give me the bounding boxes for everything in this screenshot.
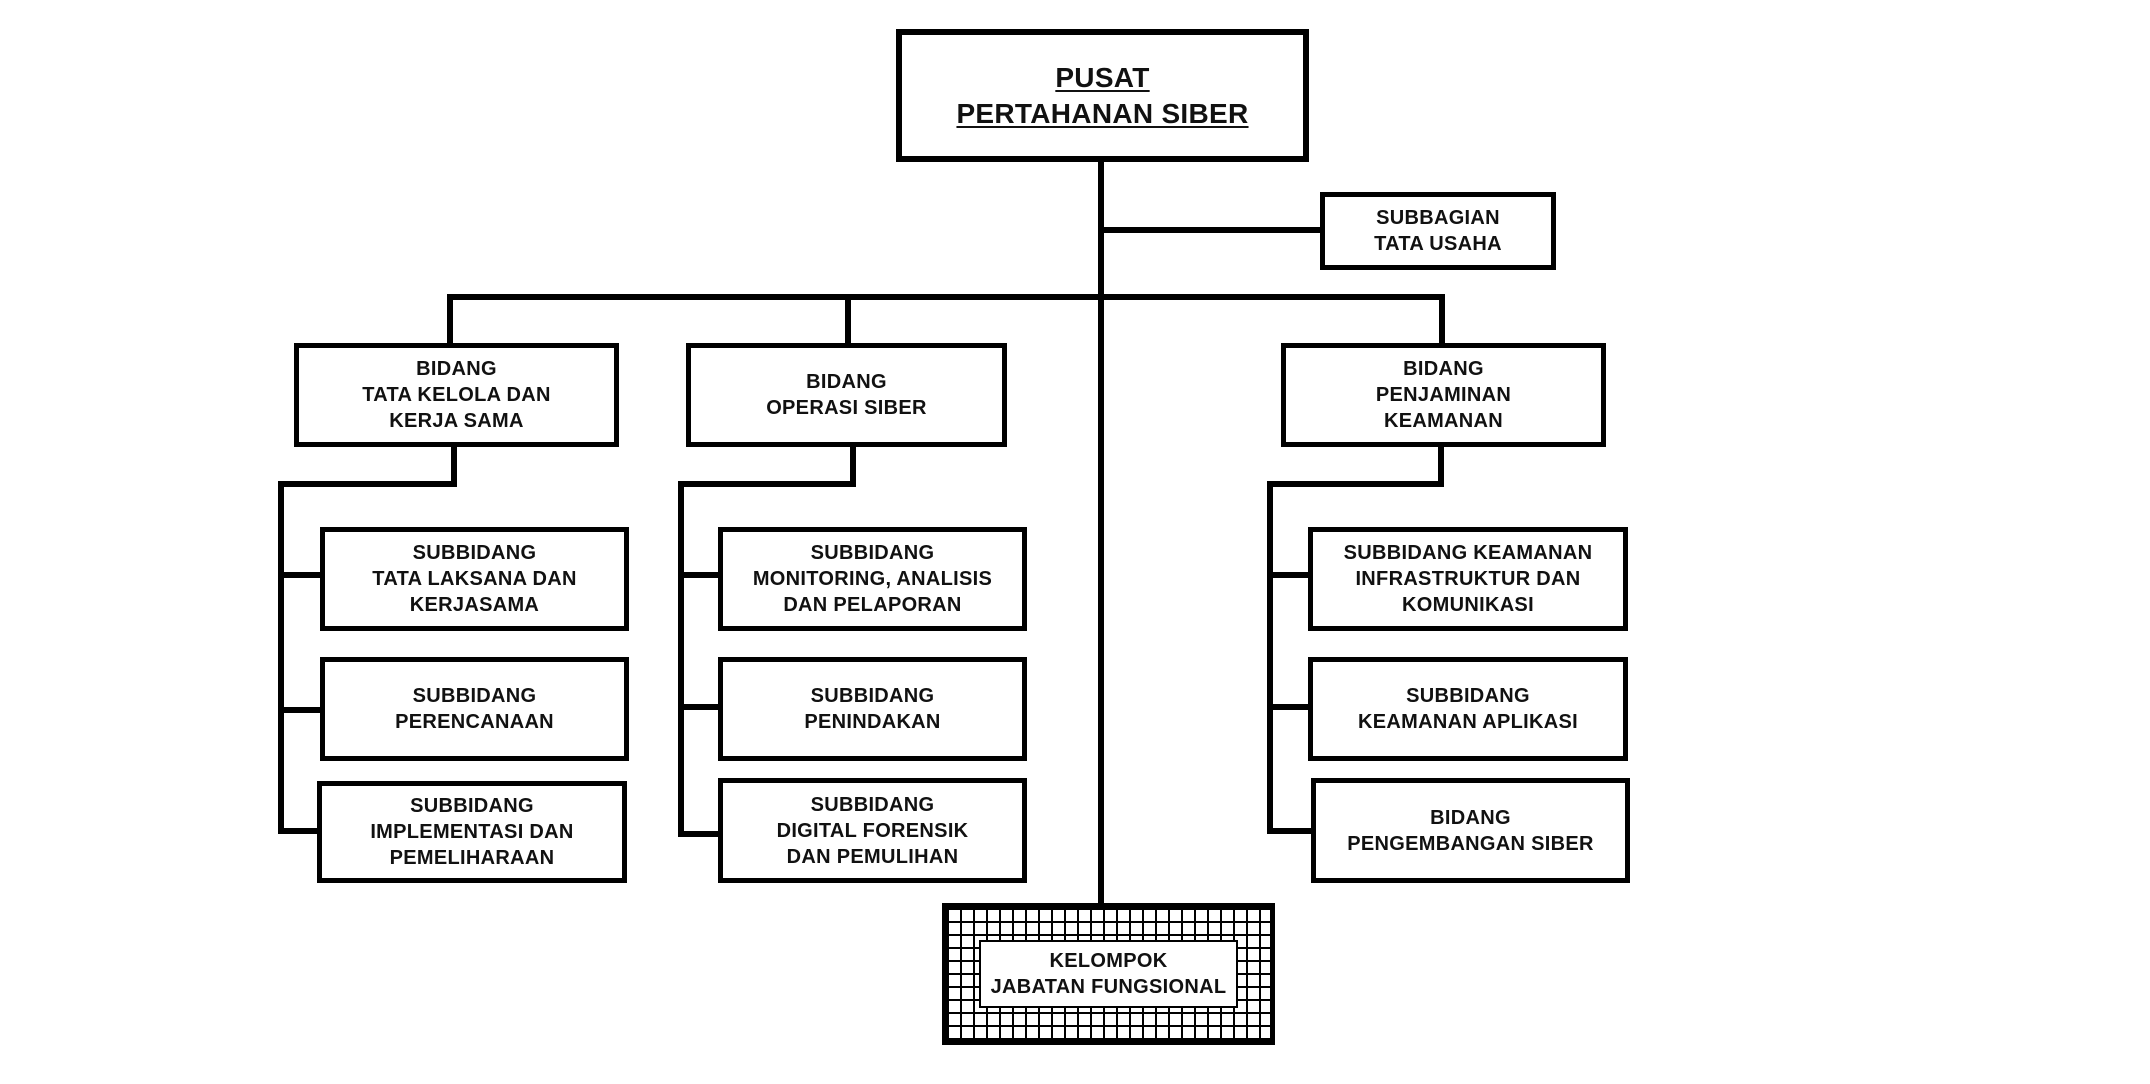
field-2-sub-2-box: SUBBIDANG PENINDAKAN — [718, 657, 1027, 761]
field-2-sub-1-line-2: MONITORING, ANALISIS — [752, 568, 993, 590]
field-3-sub-2-line-1: SUBBIDANG — [1406, 685, 1530, 707]
field-1-line-1: BIDANG — [416, 358, 497, 380]
field-1-sub-3-box: SUBBIDANG IMPLEMENTASI DAN PEMELIHARAAN — [317, 781, 627, 883]
functional-group-label: KELOMPOK JABATAN FUNGSIONAL — [978, 940, 1239, 1008]
field-3-sub-1-line-1: SUBBIDANG KEAMANAN — [1343, 542, 1593, 564]
field-1-line-2: TATA KELOLA DAN — [362, 384, 551, 406]
field-3-sub-1-line-3: KOMUNIKASI — [1402, 594, 1534, 616]
field-1-sub-3-line-2: IMPLEMENTASI DAN — [370, 821, 574, 843]
tata-usaha-line-2: TATA USAHA — [1374, 233, 1502, 255]
field-3-sub-3-box: BIDANG PENGEMBANGAN SIBER — [1311, 778, 1630, 883]
field-2-sub-2-line-1: SUBBIDANG — [810, 685, 935, 707]
field-2-sub-3-line-3: DAN PEMULIHAN — [786, 845, 959, 868]
field-3-line-3: KEAMANAN — [1383, 410, 1504, 432]
field-2-sub-2-line-2: PENINDAKAN — [804, 711, 941, 733]
field-1-sub-1-box: SUBBIDANG TATA LAKSANA DAN KERJASAMA — [320, 527, 629, 631]
field-1-sub-2-box: SUBBIDANG PERENCANAAN — [320, 657, 629, 761]
field-1-sub-3-line-3: PEMELIHARAAN — [389, 847, 555, 869]
root-line-2: PERTAHANAN SIBER — [956, 97, 1249, 129]
field-2-sub-1-line-1: SUBBIDANG — [810, 542, 935, 564]
functional-line-2: JABATAN FUNGSIONAL — [990, 976, 1227, 998]
field-3-line-2: PENJAMINAN — [1375, 384, 1512, 406]
field-2-sub-3-line-2: DIGITAL FORENSIK — [776, 819, 969, 842]
field-3-sub-2-box: SUBBIDANG KEAMANAN APLIKASI — [1308, 657, 1628, 761]
field-3-sub-1-box: SUBBIDANG KEAMANAN INFRASTRUKTUR DAN KOM… — [1308, 527, 1628, 631]
field-2-sub-3-line-1: SUBBIDANG — [810, 793, 935, 816]
field-1-sub-2-line-2: PERENCANAAN — [395, 711, 554, 733]
field-1-sub-1-line-3: KERJASAMA — [409, 594, 540, 616]
field-2-line-1: BIDANG — [806, 371, 887, 393]
field-3-box: BIDANG PENJAMINAN KEAMANAN — [1281, 343, 1606, 447]
root-box: PUSAT PERTAHANAN SIBER — [896, 29, 1309, 162]
field-3-sub-3-line-1: BIDANG — [1430, 806, 1511, 829]
tata-usaha-box: SUBBAGIAN TATA USAHA — [1320, 192, 1556, 270]
field-1-box: BIDANG TATA KELOLA DAN KERJA SAMA — [294, 343, 619, 447]
functional-group-box: KELOMPOK JABATAN FUNGSIONAL — [942, 903, 1275, 1045]
field-1-line-3: KERJA SAMA — [389, 410, 524, 432]
tata-usaha-line-1: SUBBAGIAN — [1376, 207, 1500, 229]
field-1-sub-2-line-1: SUBBIDANG — [412, 685, 537, 707]
functional-line-1: KELOMPOK — [1049, 950, 1168, 972]
field-3-sub-2-line-2: KEAMANAN APLIKASI — [1358, 711, 1578, 733]
field-2-line-2: OPERASI SIBER — [766, 397, 927, 419]
root-line-1: PUSAT — [1055, 61, 1150, 93]
field-1-sub-1-line-1: SUBBIDANG — [412, 542, 537, 564]
field-2-box: BIDANG OPERASI SIBER — [686, 343, 1007, 447]
field-3-sub-3-line-2: PENGEMBANGAN SIBER — [1347, 832, 1594, 855]
field-1-sub-3-line-1: SUBBIDANG — [410, 795, 534, 817]
field-2-sub-1-line-3: DAN PELAPORAN — [783, 594, 962, 616]
field-3-sub-1-line-2: INFRASTRUKTUR DAN — [1355, 568, 1581, 590]
field-1-sub-1-line-2: TATA LAKSANA DAN — [372, 568, 577, 590]
field-3-line-1: BIDANG — [1403, 358, 1484, 380]
field-2-sub-3-box: SUBBIDANG DIGITAL FORENSIK DAN PEMULIHAN — [718, 778, 1027, 883]
field-2-sub-1-box: SUBBIDANG MONITORING, ANALISIS DAN PELAP… — [718, 527, 1027, 631]
